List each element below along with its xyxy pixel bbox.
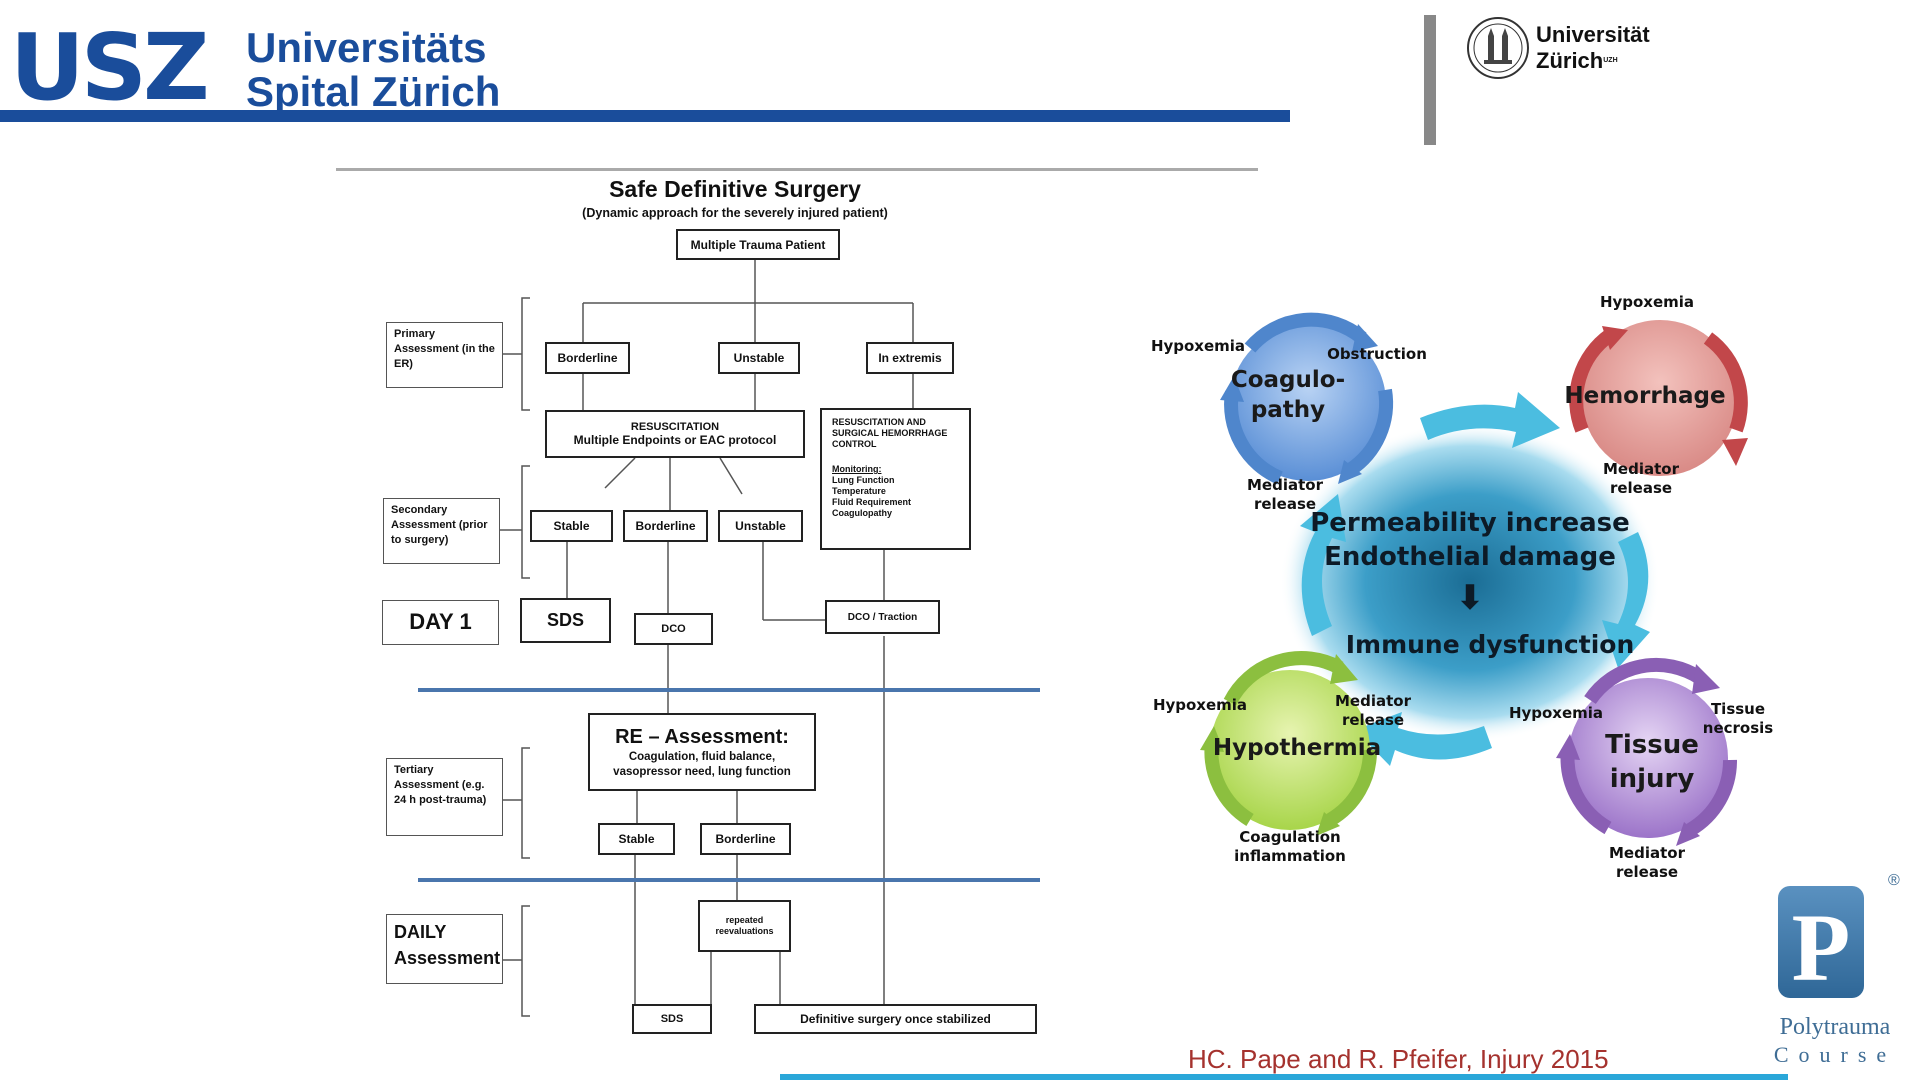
tissue-injury-label-line1: Tissue (1605, 730, 1699, 760)
reassessment-box: RE – Assessment: Coagulation, fluid bala… (588, 713, 816, 791)
center-text-endothelial: Endothelial damage (1324, 542, 1616, 572)
in-extremis-box: In extremis (866, 342, 954, 374)
course-logo-letter: P (1792, 894, 1851, 1000)
flowchart-top-rule (336, 168, 1258, 171)
separator-line-tertiary (418, 878, 1040, 882)
uzh-name-line1: Universität (1536, 22, 1650, 47)
tissue-injury-label-line2: injury (1609, 764, 1695, 794)
definitive-surgery-box: Definitive surgery once stabilized (754, 1004, 1037, 1034)
center-down-arrow-icon: ⬇ (1455, 578, 1485, 618)
unstable-box: Unstable (718, 342, 800, 374)
coagulopathy-hypoxemia: Hypoxemia (1150, 337, 1246, 355)
center-text-immune: Immune dysfunction (1345, 630, 1635, 659)
hemorrhage-label: Hemorrhage (1564, 383, 1726, 409)
header-divider (1424, 15, 1436, 145)
hypothermia-circle (1210, 670, 1370, 830)
hypothermia-hypoxemia: Hypoxemia (1152, 696, 1248, 714)
coagulopathy-mediator: Mediator release (1247, 476, 1323, 513)
flowchart-title: Safe Definitive Surgery (609, 176, 861, 202)
primary-assessment-label: Primary Assessment (in the ER) (386, 322, 503, 388)
tissue-injury-hypoxemia: Hypoxemia (1508, 704, 1604, 722)
hemorrhage-circle (1582, 320, 1738, 476)
daily-assessment-label: DAILY Assessment (386, 914, 503, 984)
usz-logo: USZ (10, 14, 210, 121)
separator-line-day1 (418, 688, 1040, 692)
multiple-trauma-patient-box: Multiple Trauma Patient (676, 229, 840, 260)
resuscitation-subtitle: Multiple Endpoints or EAC protocol (573, 432, 777, 447)
monitoring-item: Coagulopathy (832, 508, 892, 518)
repeated-reevaluations-box: repeated reevaluations (698, 900, 791, 952)
reassessment-subtitle: Coagulation, fluid balance, vasopressor … (613, 751, 791, 778)
daily-label-line2: Assessment (394, 948, 501, 968)
hemorrhage-control-box: RESUSCITATION AND SURGICAL HEMORRHAGE CO… (820, 408, 971, 550)
coagulopathy-label-line2: pathy (1250, 397, 1326, 423)
hypothermia-coagulation: Coagulation inflammation (1234, 828, 1346, 865)
tissue-injury-mediator: Mediator release (1609, 844, 1685, 881)
borderline-box-secondary: Borderline (623, 510, 708, 542)
monitoring-title: Monitoring: (832, 464, 882, 474)
resuscitation-box: RESUSCITATION Multiple Endpoints or EAC … (545, 410, 805, 458)
borderline-box-tertiary: Borderline (700, 823, 791, 855)
sds-box: SDS (520, 598, 611, 643)
header-rule (0, 110, 1290, 122)
coagulopathy-label-line1: Coagulo- (1230, 367, 1346, 393)
hemorrhage-mediator: Mediator release (1603, 460, 1679, 497)
stable-box: Stable (530, 510, 613, 542)
cycle-diagram (1200, 312, 1748, 846)
dco-traction-box: DCO / Traction (825, 600, 940, 634)
dco-box: DCO (634, 613, 713, 645)
hypothermia-label: Hypothermia (1212, 735, 1382, 761)
registered-mark: ® (1888, 872, 1900, 889)
secondary-assessment-label: Secondary Assessment (prior to surgery) (383, 498, 500, 564)
hemorrhage-control-title: RESUSCITATION AND SURGICAL HEMORRHAGE CO… (832, 417, 948, 449)
course-name-line1: Polytrauma (1779, 1014, 1891, 1040)
sds-final-box: SDS (632, 1004, 712, 1034)
polytrauma-course-logo-icon: P (1778, 886, 1864, 1000)
daily-label-line1: DAILY (394, 922, 447, 942)
citation: HC. Pape and R. Pfeifer, Injury 2015 (1188, 1044, 1609, 1074)
course-name-line2: Course (1773, 1042, 1897, 1067)
stable-box-tertiary: Stable (598, 823, 675, 855)
monitoring-item: Lung Function (832, 475, 895, 485)
uzh-superscript: UZH (1603, 57, 1618, 64)
uzh-seal-icon (1467, 17, 1529, 79)
monitoring-item: Fluid Requirement (832, 497, 912, 507)
coagulopathy-obstruction: Obstruction (1327, 345, 1427, 363)
uzh-name-line2: ZürichUZH (1536, 48, 1618, 73)
hemorrhage-hypoxemia: Hypoxemia (1599, 293, 1695, 311)
hypothermia-mediator: Mediator release (1335, 692, 1411, 729)
tissue-injury-circle (1568, 678, 1728, 838)
unstable-box-secondary: Unstable (718, 510, 803, 542)
usz-name-line1: Universitäts (246, 24, 487, 71)
center-text-permeability: Permeability increase (1310, 508, 1630, 538)
resuscitation-title: RESUSCITATION (630, 420, 720, 433)
borderline-box: Borderline (545, 342, 630, 374)
reassessment-title: RE – Assessment: (615, 726, 789, 748)
coagulopathy-circle (1230, 325, 1386, 481)
day1-label: DAY 1 (382, 600, 499, 645)
tissue-injury-necrosis: Tissue necrosis (1702, 700, 1774, 737)
footer-rule (780, 1074, 1788, 1080)
center-glow (1280, 422, 1660, 742)
flowchart-subtitle: (Dynamic approach for the severely injur… (582, 206, 888, 220)
connector-arrows (1300, 392, 1650, 766)
usz-name-line2: Spital Zürich (246, 68, 501, 115)
monitoring-item: Temperature (832, 486, 886, 496)
tertiary-assessment-label: Tertiary Assessment (e.g. 24 h post-trau… (386, 758, 503, 836)
